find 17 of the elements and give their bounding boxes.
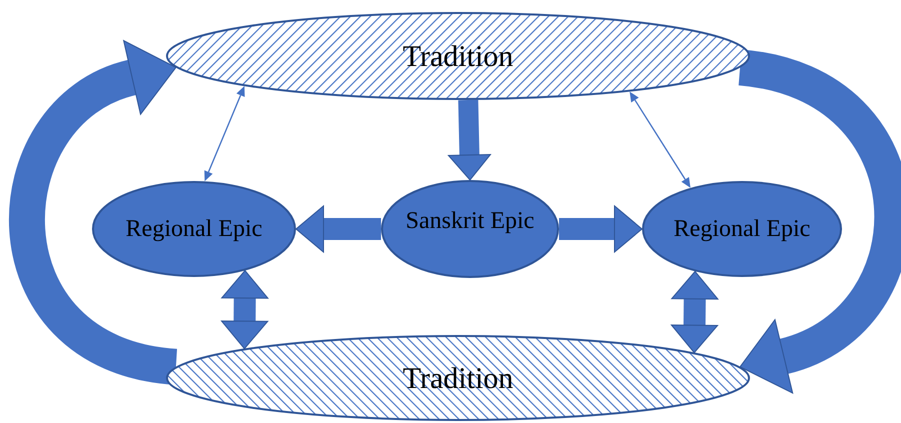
double-block-arrow	[670, 270, 718, 354]
block-arrow	[559, 205, 642, 253]
hatched-ellipse	[166, 12, 750, 100]
node-label: Regional Epic	[674, 216, 810, 242]
ellipse-node	[381, 180, 559, 278]
block-arrow	[448, 100, 491, 180]
node-label: Sanskrit Epic	[406, 208, 534, 234]
double-block-arrow	[221, 270, 268, 350]
ellipse-node	[642, 181, 842, 277]
curved-arrow	[736, 50, 901, 392]
double-arrow	[630, 92, 690, 188]
double-arrow	[204, 86, 245, 182]
ellipse-node	[92, 181, 296, 277]
curved-arrow	[9, 42, 179, 385]
block-arrow	[296, 205, 381, 253]
node-label: Regional Epic	[126, 216, 262, 242]
hatched-ellipse	[166, 335, 750, 421]
